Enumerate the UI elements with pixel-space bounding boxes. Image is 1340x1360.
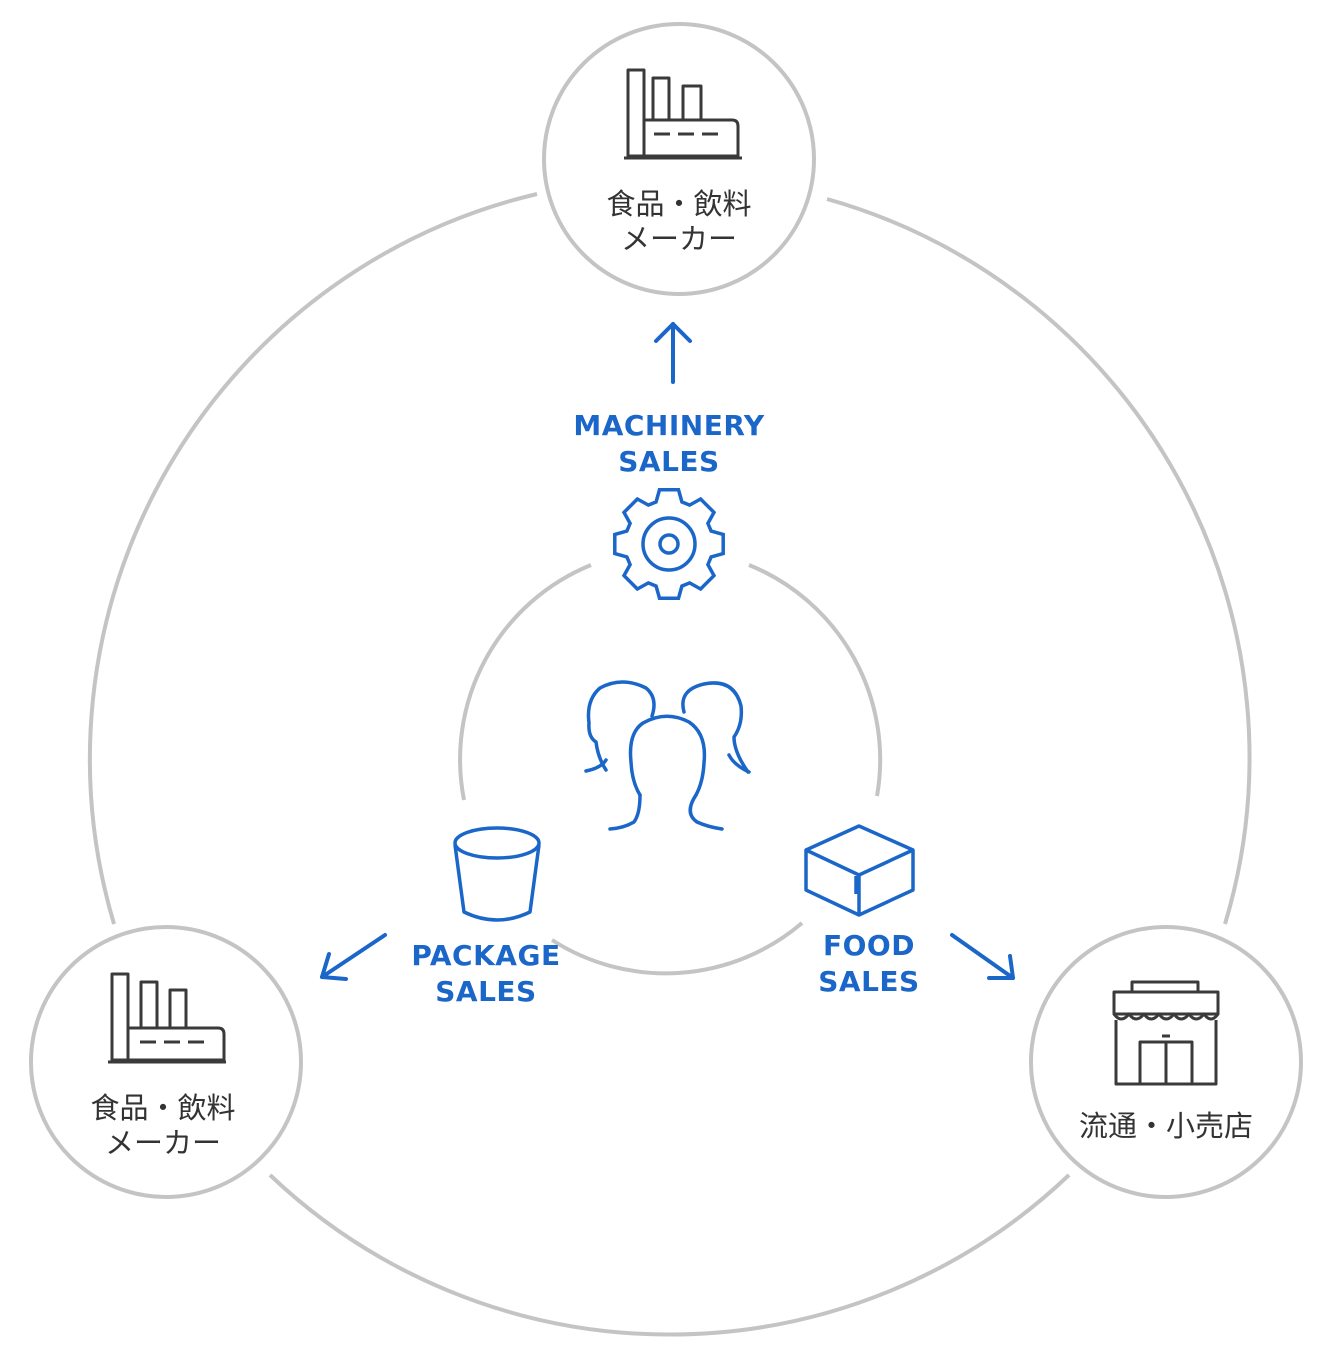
node-top-label-line2: メーカー — [621, 222, 737, 256]
arrow-down-left — [320, 933, 387, 981]
package-sales: PACKAGE SALES — [411, 826, 560, 1008]
box-icon — [804, 824, 915, 917]
factory-icon — [624, 68, 742, 160]
node-bottom-right-label: 流通・小売店 — [1079, 1109, 1253, 1143]
inner-ring — [458, 563, 883, 976]
store-icon — [1112, 980, 1220, 1086]
machinery-sales-label-line1: MACHINERY — [573, 409, 765, 442]
machinery-sales: MACHINERY SALES — [573, 409, 765, 600]
arrows — [320, 322, 1015, 981]
arrow-up — [654, 322, 692, 384]
gear-outline — [613, 488, 725, 600]
cup-icon — [453, 826, 541, 922]
inner-ring-arc-bottom — [550, 921, 804, 976]
node-bottom-left-label-line2: メーカー — [105, 1126, 221, 1160]
package-sales-label-line1: PACKAGE — [411, 939, 560, 972]
food-sales-label-line1: FOOD — [823, 929, 915, 962]
node-top-label-line1: 食品・飲料 — [606, 187, 751, 221]
outer-ring-arc-left — [87, 192, 538, 925]
node-bottom-left: 食品・飲料 メーカー — [29, 925, 303, 1199]
outer-ring — [87, 192, 1252, 1337]
outer-ring-arc-bottom — [268, 1173, 1071, 1337]
outer-ring-arc-right — [826, 197, 1252, 925]
inner-ring-arc-right — [748, 563, 883, 797]
food-sales: FOOD SALES — [804, 824, 919, 998]
node-top: 食品・飲料 メーカー — [542, 22, 816, 296]
gear-icon — [613, 488, 725, 600]
machinery-sales-label-line2: SALES — [618, 445, 719, 478]
node-bottom-right: 流通・小売店 — [1029, 925, 1303, 1199]
factory-icon — [108, 972, 226, 1064]
people-icon — [584, 680, 751, 831]
food-sales-label-line2: SALES — [818, 965, 919, 998]
node-bottom-left-label-line1: 食品・飲料 — [90, 1091, 235, 1125]
package-sales-label-line2: SALES — [435, 975, 536, 1008]
arrow-down-right — [950, 933, 1015, 980]
inner-ring-arc-left — [458, 563, 592, 801]
